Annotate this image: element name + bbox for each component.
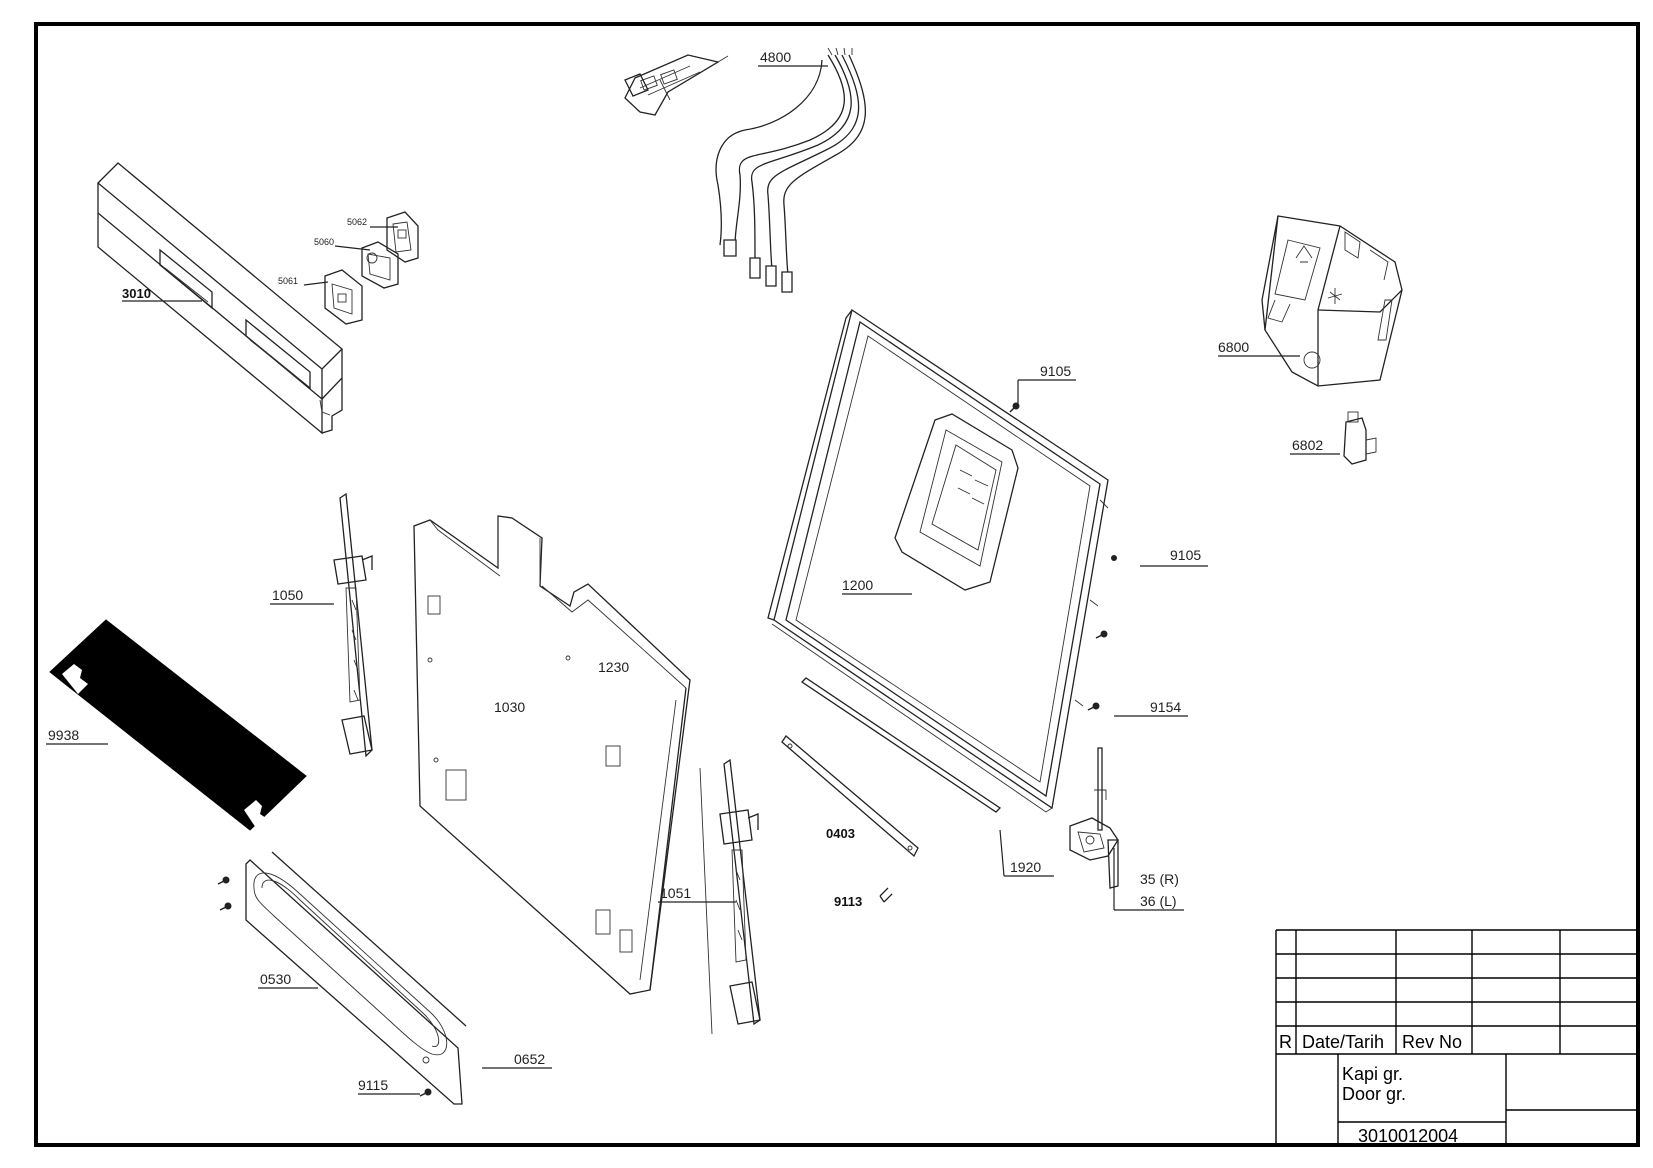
bottom-strip-part <box>781 735 919 858</box>
screw-9115 <box>419 1088 432 1097</box>
label-0530: 0530 <box>260 971 291 987</box>
right-rail-part <box>699 758 761 1035</box>
tb-title-line2: Door gr. <box>1342 1084 1406 1104</box>
detergent-dispenser-part <box>1261 215 1403 387</box>
label-9115: 9115 <box>358 1077 388 1093</box>
screw-9105-side <box>1111 555 1117 561</box>
switch-5060-part <box>361 241 399 289</box>
valve-6802-part <box>1343 411 1377 465</box>
drawing-border <box>34 22 1640 1147</box>
label-1200: 1200 <box>842 577 873 593</box>
switch-5062-part <box>386 211 419 263</box>
label-36l: 36 (L) <box>1140 893 1177 909</box>
label-5061: 5061 <box>278 276 298 286</box>
control-panel-part <box>97 162 343 435</box>
label-1920: 1920 <box>1010 859 1041 875</box>
switch-5061-part <box>324 269 363 325</box>
label-1051: 1051 <box>660 885 691 901</box>
label-1030: 1030 <box>494 699 525 715</box>
label-9105-side: 9105 <box>1170 547 1201 563</box>
tb-rev-header: Rev No <box>1402 1032 1462 1052</box>
label-9113: 9113 <box>834 894 862 909</box>
tb-drawing-number: 3010012004 <box>1358 1126 1458 1146</box>
label-0403: 0403 <box>826 826 855 841</box>
screw-side-middle <box>1095 630 1108 639</box>
tb-date-header: Date/Tarih <box>1302 1032 1384 1052</box>
label-3010: 3010 <box>122 286 151 301</box>
label-4800: 4800 <box>760 49 791 65</box>
screw-9154 <box>1087 702 1100 711</box>
label-5060: 5060 <box>314 237 334 247</box>
screws-0530 <box>217 876 232 911</box>
screws-9113 <box>879 887 893 903</box>
kick-plate-part <box>245 851 467 1105</box>
wiring-harness-part <box>624 47 866 293</box>
leader-lines <box>46 65 1340 1095</box>
seal-strip-part <box>800 677 1002 813</box>
part-labels: 4800 5062 5060 5061 3010 9105 6800 6802 … <box>48 49 1323 1093</box>
screw-9105-upper <box>1009 402 1020 413</box>
label-5062: 5062 <box>347 217 367 227</box>
label-6802: 6802 <box>1292 437 1323 453</box>
label-1230: 1230 <box>598 659 629 675</box>
tb-title-line1: Kapi gr. <box>1342 1064 1403 1084</box>
label-0652: 0652 <box>514 1051 545 1067</box>
label-9154: 9154 <box>1150 699 1181 715</box>
door-hinge-part <box>1069 747 1119 889</box>
inner-door-part <box>767 308 1109 813</box>
tb-rev-marker: R <box>1279 1032 1292 1052</box>
outer-door-panel-part <box>413 515 691 995</box>
label-9105-upper: 9105 <box>1040 363 1071 379</box>
title-block: R Date/Tarih Rev No Kapi gr. Door gr. 30… <box>1275 929 1638 1146</box>
label-35r: 35 (R) <box>1140 871 1179 887</box>
label-6800: 6800 <box>1218 339 1249 355</box>
label-9938: 9938 <box>48 727 79 743</box>
label-1050: 1050 <box>272 587 303 603</box>
left-rail-part <box>333 492 373 758</box>
insulation-sheet-part <box>49 619 307 831</box>
